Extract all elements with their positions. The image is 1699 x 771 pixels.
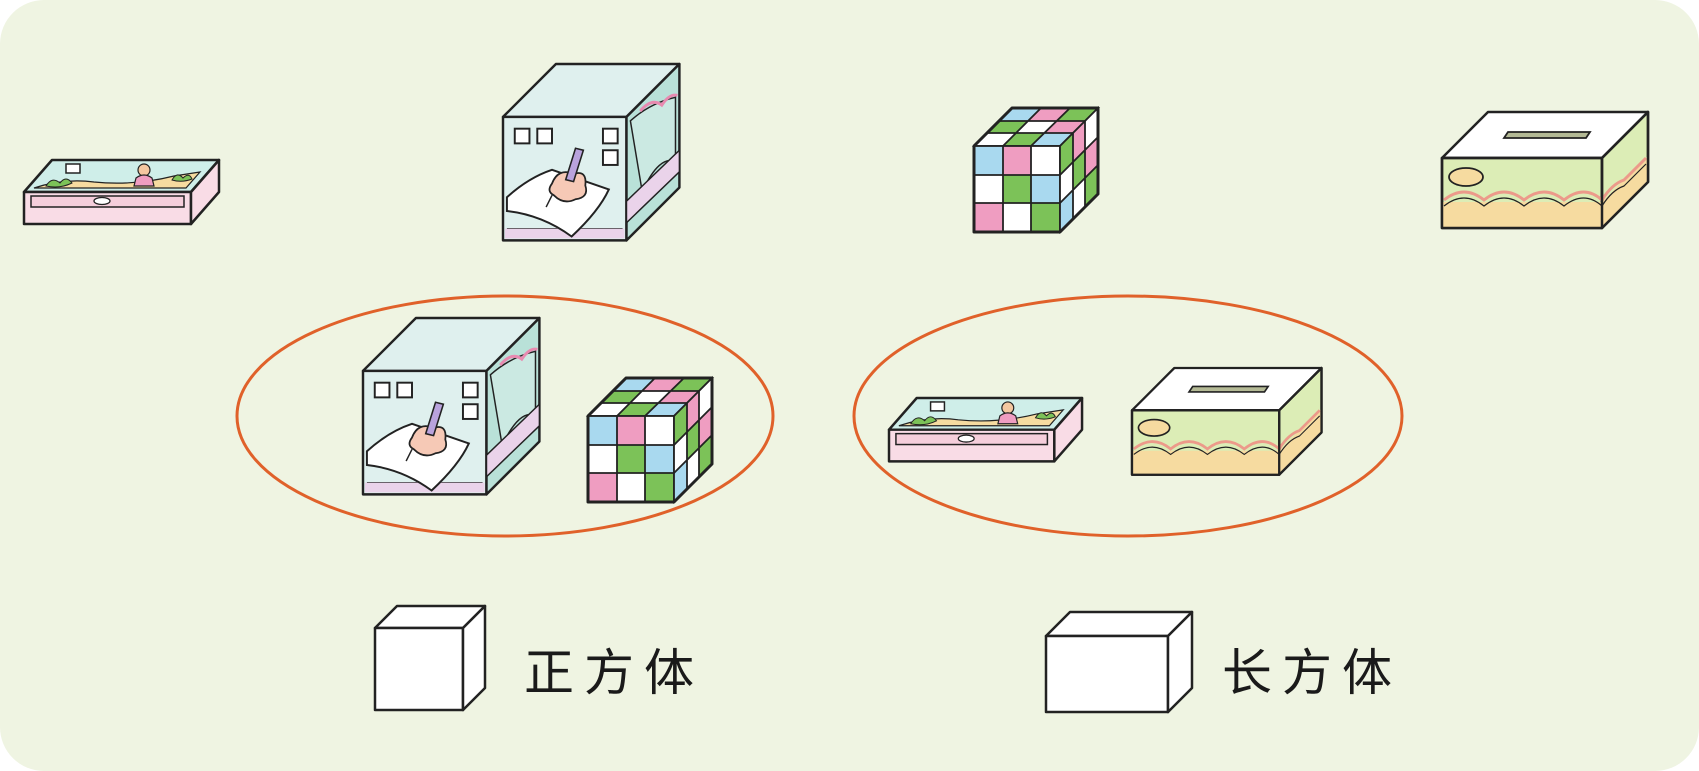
drawing-box-icon bbox=[501, 62, 681, 242]
tissue-box-icon bbox=[1440, 110, 1650, 230]
cuboid-shape-icon bbox=[1044, 610, 1194, 714]
cuboid-group-circle bbox=[852, 294, 1404, 538]
pencil-case-icon bbox=[22, 158, 221, 226]
grouped-rubiks-cube-icon bbox=[586, 376, 714, 504]
grouped-pencil-case-icon bbox=[887, 396, 1084, 463]
cube-label: 正方体 bbox=[524, 644, 704, 702]
grouped-drawing-box-icon bbox=[361, 316, 541, 496]
cuboid-label: 长方体 bbox=[1222, 644, 1402, 702]
rubiks-cube-icon bbox=[972, 106, 1100, 234]
cube-group-circle bbox=[235, 294, 775, 538]
cube-shape-icon bbox=[373, 604, 487, 712]
grouped-tissue-box-icon bbox=[1130, 366, 1323, 477]
